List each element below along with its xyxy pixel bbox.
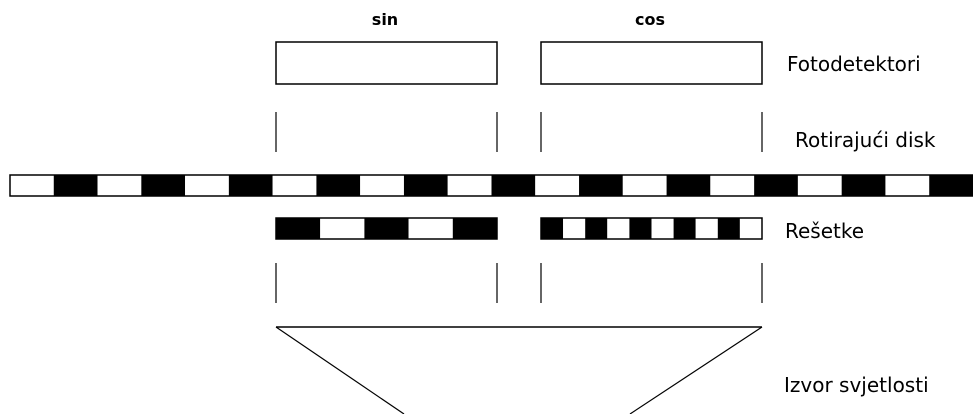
disk-opaque-segment [53,175,98,196]
disk-opaque-segment [316,175,361,196]
disk-opaque-segment [228,175,273,196]
cos-grating-opaque-segment [585,218,608,239]
disk-opaque-segment [491,175,536,196]
disk-opaque-segment [666,175,711,196]
sin-grating-clear-segment [320,218,365,239]
cos-grating-clear-segment [651,218,674,239]
disk-clear-segment [360,175,404,196]
sin-grating-outline [275,217,498,240]
disk-clear-segment [710,175,755,196]
disk-clear-segment [622,175,667,196]
sin-grating-clear-segment [408,218,453,239]
photodetectors-label: Fotodetektori [787,52,921,76]
lower-guide-lines [275,263,763,303]
light-source-label: Izvor svjetlosti [784,373,929,397]
disk-outline [9,174,973,197]
cos-grating-clear-segment [563,218,586,239]
disk-opaque-segment [141,175,186,196]
upper-guide-lines [275,112,763,152]
rotating-disk [9,174,973,197]
sin-grating-opaque-segment [364,218,409,239]
cos-grating-opaque-segment [717,218,740,239]
cos-grating-clear-segment [695,218,718,239]
disk-clear-segment [10,175,54,196]
sin-grating-opaque-segment [452,218,497,239]
light-source-left-edge [275,326,405,414]
disk-clear-segment [185,175,229,196]
disk-clear-segment [272,175,317,196]
cos-grating-clear-segment [739,218,762,239]
cos-grating-opaque-segment [673,218,696,239]
cos-channel-label: cos [635,10,665,29]
rotating-disk-label: Rotirajući disk [795,128,936,152]
disk-opaque-segment [403,175,448,196]
disk-clear-segment [535,175,580,196]
disk-clear-segment [885,175,930,196]
gratings-label: Rešetke [785,219,864,243]
sin-grating [275,217,498,240]
disk-opaque-segment [841,175,886,196]
disk-clear-segment [797,175,842,196]
disk-opaque-segment [929,175,973,196]
disk-opaque-segment [754,175,798,196]
cos-grating-opaque-segment [629,218,652,239]
disk-opaque-segment [579,175,623,196]
sin-grating-opaque-segment [276,218,321,239]
sin-photodetector [275,41,498,85]
sin-channel-label: sin [372,10,398,29]
light-source-right-edge [629,326,763,414]
disk-clear-segment [447,175,492,196]
cos-grating-clear-segment [607,218,630,239]
cos-photodetector [540,41,763,85]
cos-grating [540,217,763,240]
cos-grating-opaque-segment [541,218,564,239]
disk-clear-segment [97,175,142,196]
cos-grating-outline [540,217,763,240]
